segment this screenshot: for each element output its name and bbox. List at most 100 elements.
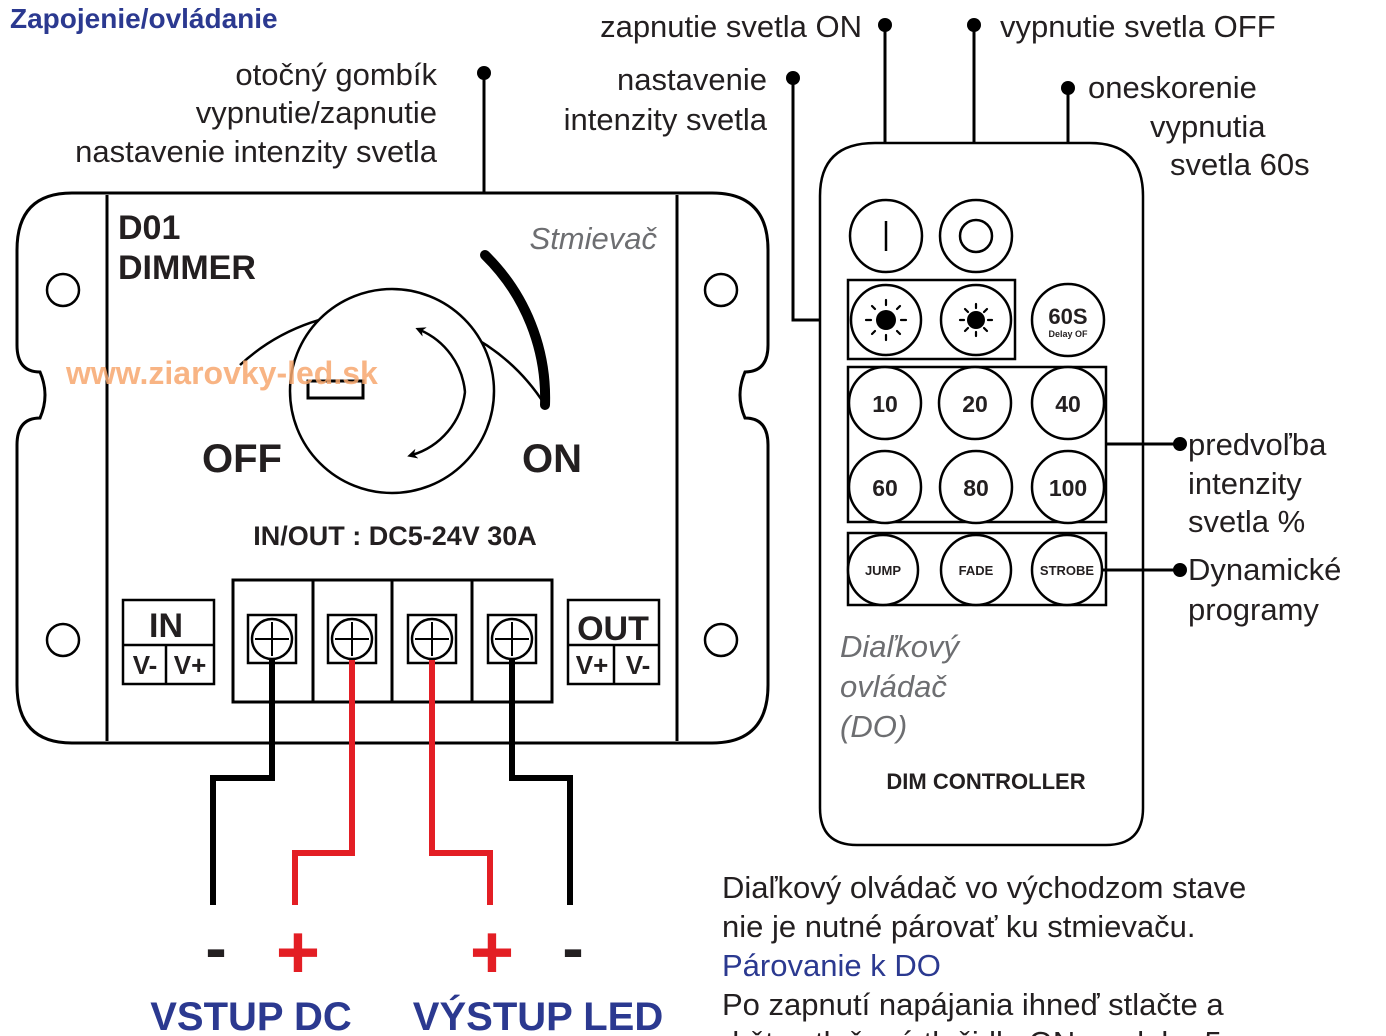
mounting-hole-bottom-left	[45, 622, 81, 658]
rotate-up-arrow	[415, 327, 467, 393]
brightness-up-button[interactable]	[849, 283, 923, 357]
on-button[interactable]	[848, 198, 924, 274]
out-minus-label: V-	[626, 650, 651, 680]
on-callout: zapnutie svetla ON	[600, 9, 862, 44]
on-label: ON	[522, 437, 582, 481]
remote-label-line-2: ovládač	[840, 669, 947, 704]
spec-label: IN/OUT : DC5-24V 30A	[253, 521, 537, 551]
watermark: www.ziarovky-led.sk	[65, 355, 378, 391]
delay-button-label: 60S	[1048, 304, 1087, 329]
knob-indicator	[306, 379, 365, 400]
delay-callout-line-2: vypnutia	[1150, 109, 1266, 144]
terminal-screw-1[interactable]	[246, 613, 298, 665]
knob-callout: otočný gombík vypnutie/zapnutie nastaven…	[75, 57, 438, 169]
in-connector-label: IN	[149, 607, 183, 645]
presets-callout-line-3: svetla %	[1188, 504, 1305, 539]
note-line-4: držte stlačené tlačidlo ON po dobu 5s	[722, 1025, 1237, 1036]
wire-input-plus	[292, 660, 355, 905]
mounting-hole-bottom-right	[703, 622, 739, 658]
note-heading: Párovanie k DO	[722, 948, 941, 983]
programs-callout-dot	[1173, 563, 1187, 577]
knob-callout-line-2: vypnutie/zapnutie	[196, 95, 437, 130]
brightness-callout-line-1: nastavenie	[617, 62, 767, 97]
fade-button[interactable]: FADE	[939, 533, 1013, 607]
dimmer-label: Stmievač	[530, 221, 658, 256]
presets-callout-line-1: predvoľba	[1188, 427, 1327, 462]
programs-callout-line-1: Dynamické	[1188, 552, 1341, 587]
delay-callout: oneskorenie vypnutia svetla 60s	[1088, 70, 1310, 182]
preset-button-100[interactable]: 100	[1030, 449, 1106, 525]
in-minus-label: V-	[133, 650, 158, 680]
wire-output-minus	[509, 660, 573, 905]
preset-button-10[interactable]: 10	[847, 365, 923, 441]
brightness-group	[846, 278, 1017, 361]
out-connector-label: OUT	[577, 610, 649, 648]
remote-name: DIM CONTROLLER	[886, 769, 1085, 794]
note-line-2: nie je nutné párovať ku stmievaču.	[722, 909, 1195, 944]
wire-output-plus	[429, 660, 493, 905]
jump-button[interactable]: JUMP	[846, 533, 920, 607]
dimmer-model: D01	[118, 209, 180, 247]
preset-button-40[interactable]: 40	[1030, 365, 1106, 441]
knob-callout-line-1: otočný gombík	[235, 57, 437, 92]
preset-button-20[interactable]: 20	[937, 365, 1013, 441]
preset-label-60: 60	[872, 475, 898, 501]
mounting-hole-top-left	[45, 272, 81, 308]
remote-label-line-3: (DO)	[840, 709, 907, 744]
strobe-button[interactable]: STROBE	[1030, 533, 1104, 607]
delay-button[interactable]: 60S Delay OF	[1030, 282, 1106, 358]
output-minus-symbol: -	[562, 912, 583, 984]
preset-label-10: 10	[872, 391, 898, 417]
wire-input-minus	[210, 660, 275, 905]
terminal-screw-2[interactable]	[326, 613, 378, 665]
presets-callout-line-2: intenzity	[1188, 466, 1302, 501]
power-off-icon	[958, 218, 994, 254]
in-plus-label: V+	[174, 650, 207, 680]
input-minus-symbol: -	[205, 912, 226, 984]
rotary-knob[interactable]	[288, 287, 496, 495]
rotate-down-arrow	[407, 391, 467, 459]
preset-button-80[interactable]: 80	[938, 449, 1014, 525]
delay-callout-line-1: oneskorenie	[1088, 70, 1257, 105]
in-connector-box	[121, 598, 216, 686]
intensity-arc-bold	[480, 250, 551, 410]
off-label: OFF	[202, 437, 282, 481]
off-callout: vypnutie svetla OFF	[1000, 9, 1276, 44]
strobe-button-label: STROBE	[1040, 563, 1095, 578]
page-title: Zapojenie/ovládanie	[10, 3, 278, 34]
note-line-1: Diaľkový olvádač vo východzom stave	[722, 870, 1246, 905]
preset-label-100: 100	[1049, 475, 1087, 501]
delay-callout-line-3: svetla 60s	[1170, 147, 1310, 182]
jump-button-label: JUMP	[865, 563, 901, 578]
output-label: VÝSTUP LED	[413, 993, 663, 1036]
programs-callout-line-2: programy	[1188, 592, 1319, 627]
sun-large-icon	[864, 298, 908, 342]
input-label: VSTUP DC	[150, 995, 352, 1036]
output-plus-symbol: +	[470, 910, 514, 995]
brightness-callout-line-2: intenzity svetla	[564, 102, 768, 137]
brightness-callout: nastavenie intenzity svetla	[564, 62, 768, 137]
remote-label-line-1: Diaľkový	[840, 629, 961, 664]
presets-callout-dot	[1173, 437, 1187, 451]
fade-button-label: FADE	[959, 563, 994, 578]
knob-callout-line-3: nastavenie intenzity svetla	[75, 134, 438, 169]
notes: Diaľkový olvádač vo východzom stave nie …	[722, 870, 1246, 1036]
dimmer-name: DIMMER	[118, 249, 256, 287]
delay-button-sublabel: Delay OF	[1048, 329, 1088, 339]
off-button[interactable]	[938, 198, 1014, 274]
sun-small-icon	[958, 302, 994, 338]
brightness-down-button[interactable]	[939, 283, 1013, 357]
terminal-screw-3[interactable]	[406, 613, 458, 665]
note-line-3: Po zapnutí napájania ihneď stlačte a	[722, 987, 1224, 1022]
mounting-hole-top-right	[703, 272, 739, 308]
input-plus-symbol: +	[276, 910, 320, 995]
preset-button-60[interactable]: 60	[847, 449, 923, 525]
presets-callout: predvoľba intenzity svetla %	[1188, 427, 1327, 539]
programs-callout: Dynamické programy	[1188, 552, 1341, 627]
preset-label-80: 80	[963, 475, 989, 501]
terminal-screw-4[interactable]	[486, 613, 538, 665]
remote-label: Diaľkový ovládač (DO)	[840, 629, 961, 744]
preset-label-40: 40	[1055, 391, 1081, 417]
preset-label-20: 20	[962, 391, 988, 417]
